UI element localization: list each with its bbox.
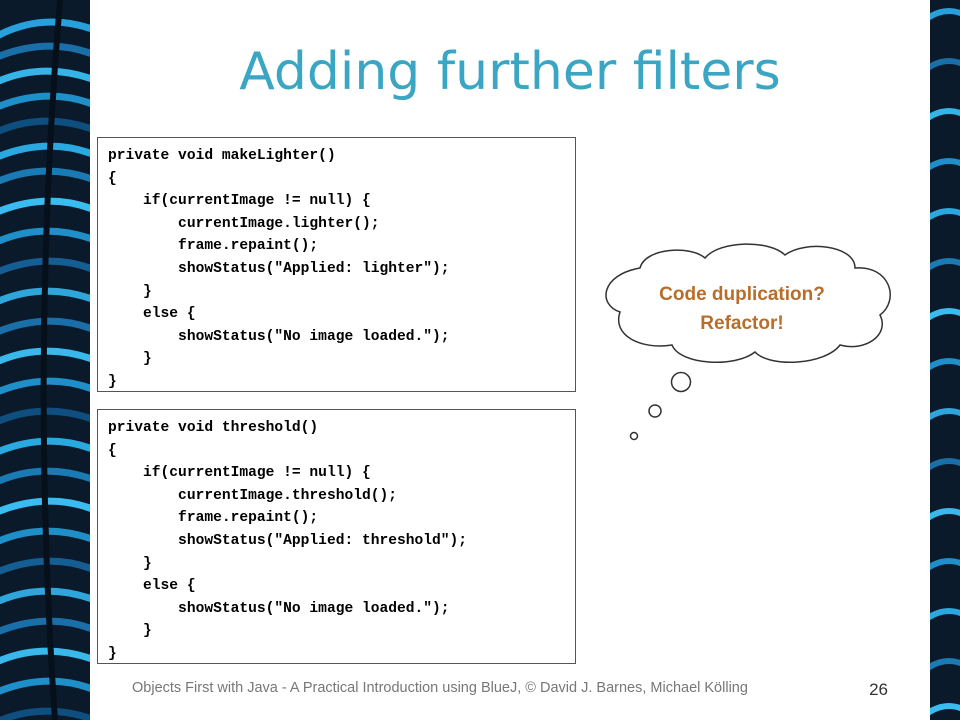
slide-title: Adding further filters <box>239 42 781 102</box>
code-text-threshold: private void threshold() { if(currentIma… <box>108 420 468 662</box>
thought-text: Code duplication? Refactor! <box>618 280 866 338</box>
code-block-threshold: private void threshold() { if(currentIma… <box>97 409 576 664</box>
code-text-make-lighter: private void makeLighter() { if(currentI… <box>108 148 450 390</box>
page-number: 26 <box>869 680 888 699</box>
thought-line-duplication: Code duplication? <box>659 284 825 305</box>
thought-line-refactor: Refactor! <box>700 313 784 334</box>
feather-image-right <box>930 0 960 720</box>
thought-bubble-icon <box>605 243 891 441</box>
code-block-make-lighter: private void makeLighter() { if(currentI… <box>97 137 576 392</box>
footer-citation: Objects First with Java - A Practical In… <box>132 680 748 696</box>
feather-image-left <box>0 0 90 720</box>
